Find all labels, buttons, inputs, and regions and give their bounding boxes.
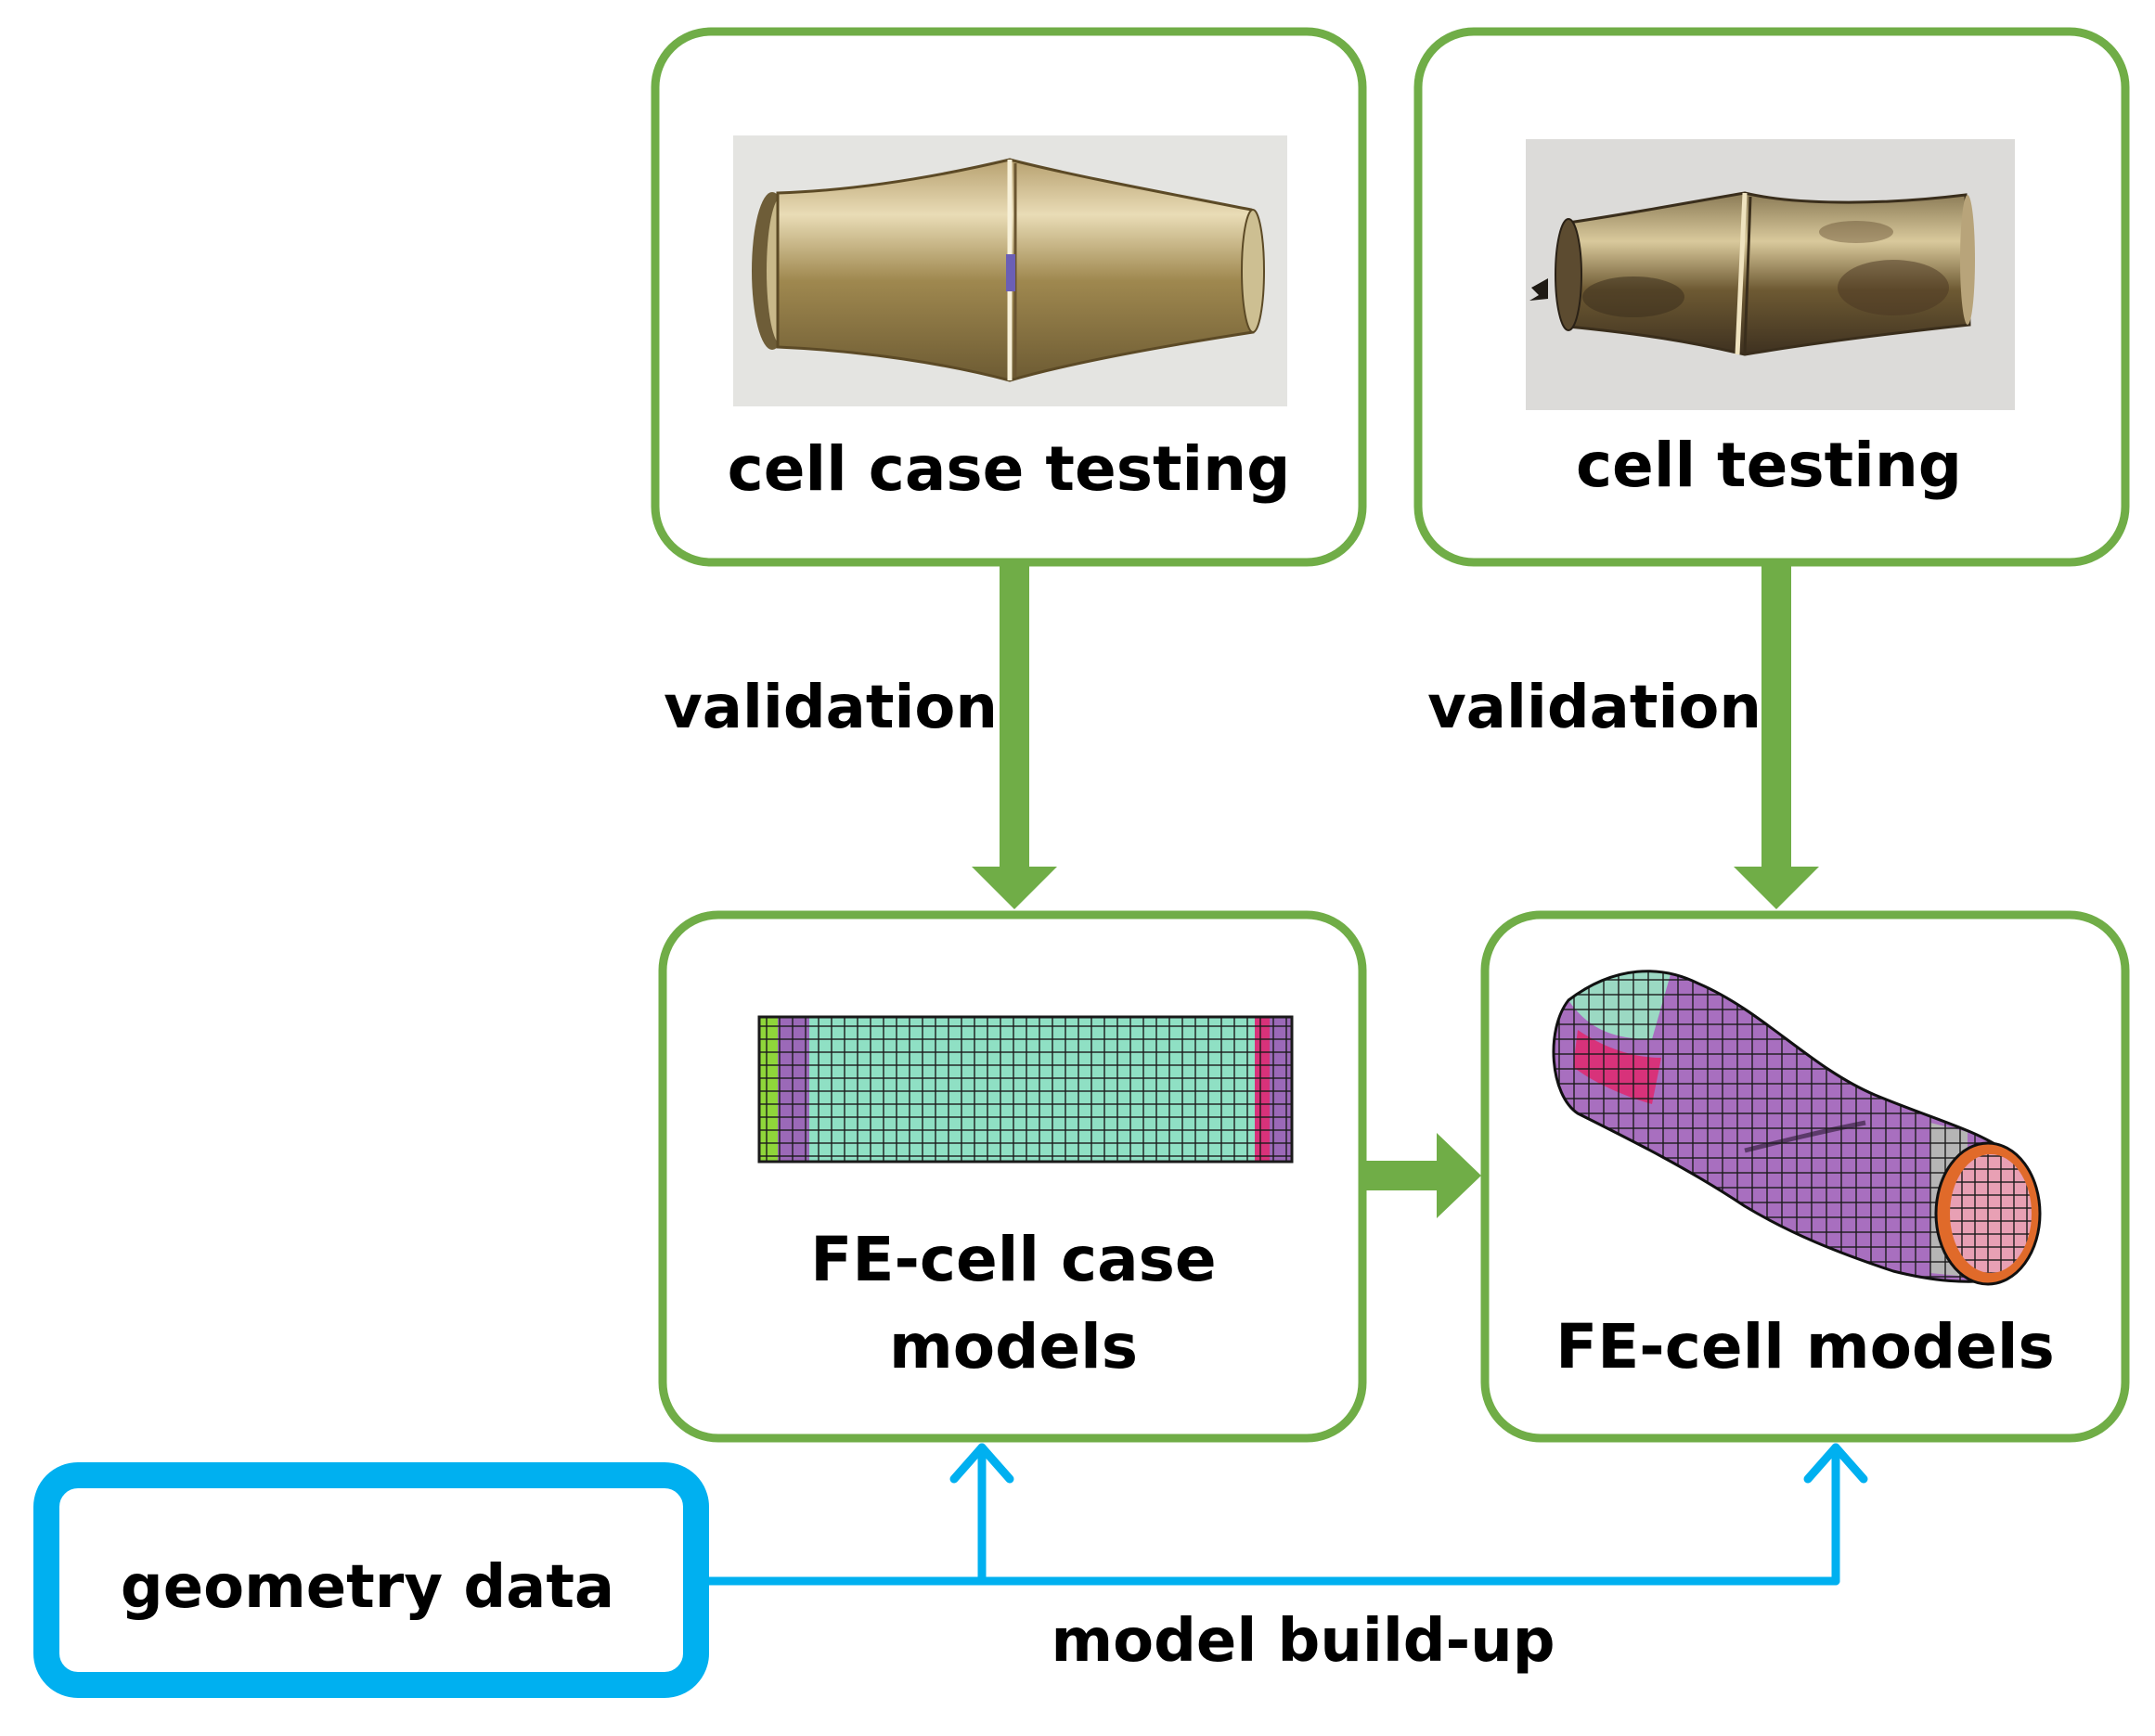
cell-case-testing-node: cell case testing [651, 27, 1367, 567]
fe-cell-case-models-label-line2: models [889, 1311, 1138, 1382]
validation-label-right: validation [1427, 674, 1761, 742]
model-build-up-connector [704, 1443, 1868, 1586]
cell-case-testing-label: cell case testing [728, 433, 1291, 505]
cell-testing-label: cell testing [1576, 430, 1962, 501]
fe-case-mesh-image [757, 1015, 1294, 1164]
cell-photo [1526, 139, 2015, 410]
case-to-cell-arrow [1362, 1133, 1481, 1218]
cell-case-photo [733, 135, 1287, 406]
validation-arrow-right [1734, 562, 1819, 909]
fe-cell-models-label: FE-cell models [1555, 1311, 2055, 1382]
validation-arrow-left [972, 562, 1057, 909]
geometry-data-label: geometry data [121, 1553, 614, 1622]
fe-cell-models-node: FE-cell models [1480, 910, 2130, 1443]
cell-testing-node: cell testing [1413, 27, 2130, 567]
fe-cell-mesh-image [1552, 970, 2042, 1286]
fe-cell-case-models-label-line1: FE-cell case [810, 1224, 1216, 1295]
geometry-data-node: geometry data [33, 1462, 709, 1698]
model-build-up-label: model build-up [1051, 1607, 1555, 1676]
validation-label-left: validation [664, 674, 998, 742]
fe-cell-case-models-node: FE-cell case models [658, 910, 1367, 1443]
